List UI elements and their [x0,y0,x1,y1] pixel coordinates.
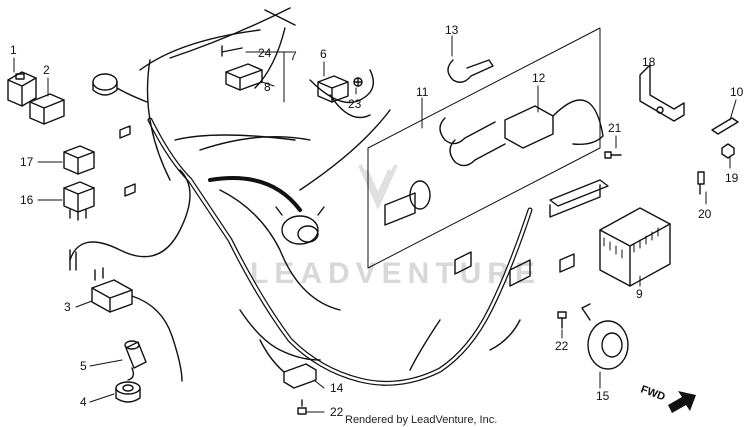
callout-24[interactable]: 24 [258,46,272,60]
watermark: LEADVENTURE [250,164,541,290]
part-2-relay-box[interactable] [29,93,65,125]
part-horn-relay-coil[interactable] [92,73,148,103]
callout-13[interactable]: 13 [445,23,459,37]
upper-wires [169,7,374,119]
part-14-clamp[interactable] [259,339,317,389]
harness-connector-cdi[interactable] [549,179,609,218]
part-24-bolt[interactable] [221,45,243,57]
watermark-logo-icon [358,164,398,210]
part-16-relay[interactable] [63,181,95,221]
part-22-bolt-horn[interactable] [557,311,567,329]
fwd-label: FWD [639,384,667,404]
callout-12[interactable]: 12 [532,71,546,85]
callout-16[interactable]: 16 [20,193,34,207]
main-wire-harness[interactable] [69,29,533,386]
part-23-screw[interactable] [353,77,363,87]
harness-connectors [119,125,575,287]
forward-direction-indicator: FWD [639,384,696,413]
part-3-ignition-coil[interactable] [91,267,183,382]
callout-labels: 1 2 3 4 5 6 7 8 9 10 11 12 13 14 15 16 1… [10,23,744,419]
part-15-horn[interactable] [581,303,629,370]
callout-4[interactable]: 4 [80,395,87,409]
callout-10[interactable]: 10 [730,85,744,99]
callout-19[interactable]: 19 [725,171,739,185]
callout-2[interactable]: 2 [43,63,50,77]
callout-14[interactable]: 14 [330,381,344,395]
part-20-bolt[interactable] [697,171,705,195]
callout-5[interactable]: 5 [80,359,87,373]
callout-3[interactable]: 3 [64,300,71,314]
callout-22-horn[interactable]: 22 [555,339,569,353]
callout-18[interactable]: 18 [642,55,656,69]
callout-11[interactable]: 11 [416,85,429,99]
callout-8[interactable]: 8 [264,80,271,94]
key-set [439,117,506,167]
part-22-bolt-bottom[interactable] [297,399,307,415]
part-10-terminal[interactable] [711,117,739,135]
watermark-text: LEADVENTURE [250,257,541,290]
credit-text: Rendered by LeadVenture, Inc. [345,414,497,426]
callout-23[interactable]: 23 [348,97,362,111]
leader-lines [13,35,737,413]
callout-15[interactable]: 15 [596,389,610,403]
callout-22-bottom[interactable]: 22 [330,405,344,419]
part-12-switch[interactable] [504,99,604,149]
part-18-bracket[interactable] [639,64,685,122]
part-4-grommet[interactable] [115,381,141,403]
callout-17[interactable]: 17 [20,155,34,169]
forward-arrow-icon [668,391,696,413]
part-13-key[interactable] [447,59,494,83]
callout-9[interactable]: 9 [636,287,643,301]
part-1-relay[interactable] [7,71,37,107]
callout-21[interactable]: 21 [608,121,622,135]
part-21-bolt[interactable] [604,151,622,159]
part-17-relay[interactable] [63,145,95,175]
part-9-cdi-unit[interactable] [599,207,671,287]
part-19-nut[interactable] [721,143,735,159]
part-11-ignition-switch-box[interactable] [367,27,604,269]
part-6-module[interactable] [317,75,349,103]
main-connector[interactable] [275,206,325,245]
callout-7[interactable]: 7 [290,49,297,63]
part-5-plug-cap[interactable] [124,340,147,381]
callout-6[interactable]: 6 [320,47,327,61]
callout-20[interactable]: 20 [698,207,712,221]
seat-lock-cylinder[interactable] [384,180,431,226]
callout-1[interactable]: 1 [10,43,17,57]
